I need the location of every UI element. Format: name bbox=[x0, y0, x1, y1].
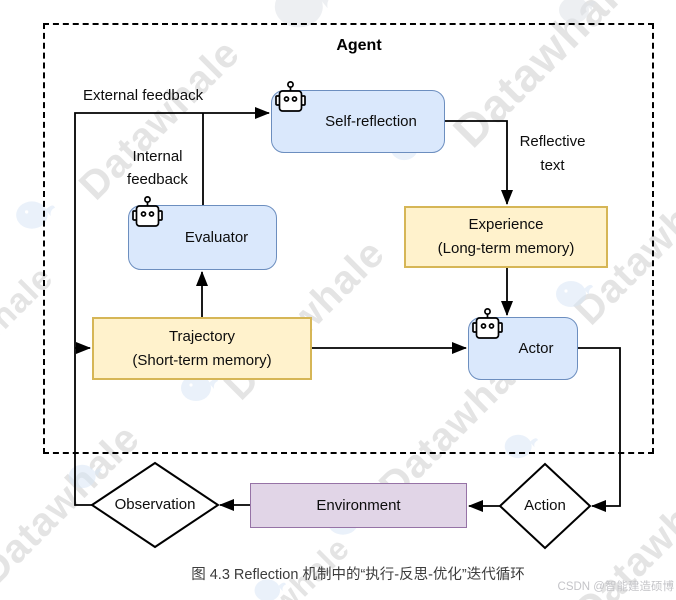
edge-actor-to-action bbox=[578, 347, 621, 512]
edge-external-feedback bbox=[74, 107, 270, 506]
experience-node: Experience (Long-term memory) bbox=[404, 206, 608, 268]
trajectory-label-line2: (Short-term memory) bbox=[132, 351, 272, 369]
environment-node: Environment bbox=[250, 483, 467, 528]
internal-feedback-label: Internal feedback bbox=[105, 145, 210, 191]
environment-label: Environment bbox=[316, 497, 401, 514]
reflective-text-line2: text bbox=[540, 157, 565, 174]
experience-label-line2: (Long-term memory) bbox=[437, 240, 575, 257]
actor-label: Actor bbox=[518, 340, 554, 357]
evaluator-label: Evaluator bbox=[184, 229, 249, 246]
agent-title: Agent bbox=[336, 37, 382, 54]
observation-diamond bbox=[90, 461, 220, 549]
action-label: Action bbox=[524, 497, 566, 514]
figure-caption: 图 4.3 Reflection 机制中的“执行-反思-优化”迭代循环 bbox=[191, 567, 525, 583]
robot-icon bbox=[132, 196, 163, 227]
actor-node: Actor bbox=[468, 308, 578, 380]
robot-icon bbox=[275, 81, 306, 112]
robot-icon bbox=[472, 308, 503, 339]
evaluator-node: Evaluator bbox=[128, 196, 277, 270]
self-reflection-label: Self-reflection bbox=[325, 113, 417, 130]
self-reflection-node: Self-reflection bbox=[271, 81, 445, 153]
csdn-credit-watermark: CSDN @智能建造硕博 bbox=[557, 581, 674, 593]
internal-feedback-line2: feedback bbox=[127, 171, 188, 188]
external-feedback-label: External feedback bbox=[83, 87, 204, 104]
experience-label-line1: Experience bbox=[468, 216, 544, 233]
agent-container-frame bbox=[43, 23, 654, 454]
reflective-text-label: Reflective text bbox=[505, 130, 600, 178]
reflective-text-line1: Reflective bbox=[519, 133, 586, 150]
trajectory-node: Trajectory (Short-term memory) bbox=[92, 317, 312, 380]
trajectory-label-line1: Trajectory bbox=[168, 327, 236, 345]
action-diamond bbox=[498, 462, 592, 550]
observation-label: Observation bbox=[114, 496, 196, 513]
edge-reflective-text bbox=[445, 120, 513, 205]
internal-feedback-line1: Internal bbox=[132, 148, 183, 165]
